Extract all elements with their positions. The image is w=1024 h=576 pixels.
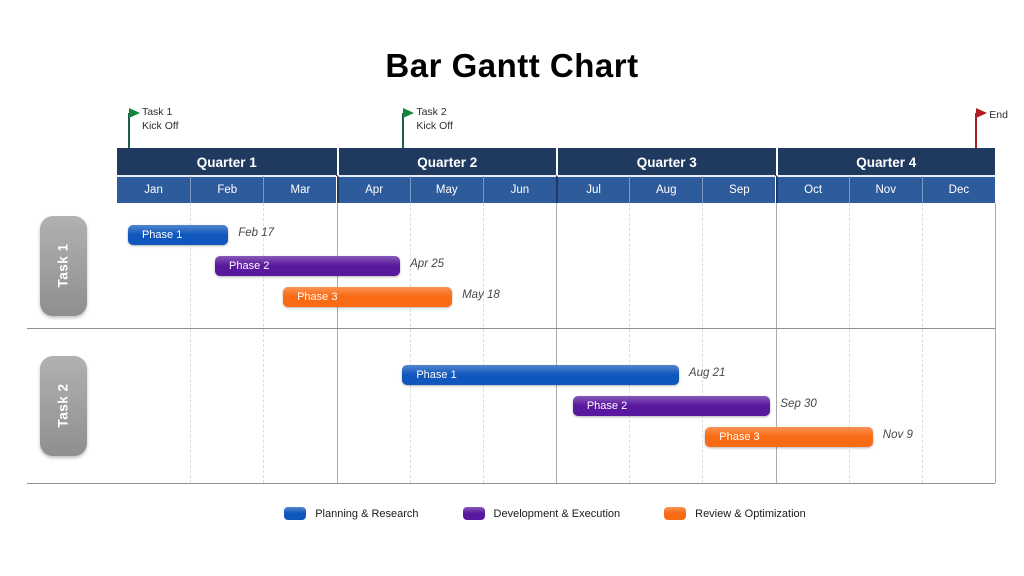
task-row-divider xyxy=(27,328,995,329)
kickoff-flag-icon xyxy=(128,108,140,118)
quarter-gridline xyxy=(775,203,777,483)
gantt-bar-phase-2: Phase 2 xyxy=(215,255,401,276)
month-header-cell: Feb xyxy=(190,175,264,203)
month-gridline xyxy=(263,203,265,483)
legend-swatch-planning xyxy=(284,507,307,520)
month-header-cell: Aug xyxy=(629,175,703,203)
month-gridline xyxy=(629,203,631,483)
legend-item: Planning & Research xyxy=(284,507,419,520)
month-header-cell: Dec xyxy=(921,175,995,203)
month-header-cell: Jun xyxy=(482,175,556,203)
month-header-cell: Mar xyxy=(263,175,337,203)
legend: Planning & Research Development & Executi… xyxy=(33,507,1024,520)
bar-label: Phase 1 xyxy=(141,228,183,241)
gantt-bar-phase-3: Phase 3 xyxy=(283,286,453,307)
gantt-bar-phase-1: Phase 1 xyxy=(402,364,679,385)
gantt-bar-phase-2: Phase 2 xyxy=(572,395,771,416)
milestone-label-line: Task 2 xyxy=(416,106,447,118)
quarter-header-cell: Quarter 3 xyxy=(556,148,776,176)
month-gridline xyxy=(190,203,192,483)
task-label-task-2: Task 2 xyxy=(40,355,87,456)
month-header-cell: Nov xyxy=(848,175,922,203)
bar-label: Phase 2 xyxy=(586,399,628,412)
legend-label: Development & Execution xyxy=(493,507,621,520)
gantt-bar-phase-1: Phase 1 xyxy=(127,224,229,245)
bar-label: Phase 3 xyxy=(719,430,760,443)
bar-end-date: May 18 xyxy=(462,288,500,301)
month-header-cell: May xyxy=(409,175,483,203)
legend-item: Development & Execution xyxy=(462,507,621,520)
month-gridline xyxy=(482,203,484,483)
task-label-task-1: Task 1 xyxy=(40,215,87,316)
month-gridline xyxy=(921,203,923,483)
page-title: Bar Gantt Chart xyxy=(385,47,639,84)
milestone-label-line: End xyxy=(989,109,1008,121)
task-label-text: Task 1 xyxy=(56,243,71,288)
month-header-cell: Jul xyxy=(556,175,630,203)
bar-label: Phase 3 xyxy=(297,290,338,303)
milestone-label-line: Kick Off xyxy=(141,119,179,132)
milestone-label: End xyxy=(989,109,1008,123)
quarter-header-cell: Quarter 1 xyxy=(117,148,337,176)
legend-item: Review & Optimization xyxy=(664,507,806,520)
task-label-text: Task 2 xyxy=(56,383,71,428)
bar-end-date: Feb 17 xyxy=(238,226,275,239)
month-gridline xyxy=(409,203,411,483)
month-header-cell: Sep xyxy=(702,175,776,203)
milestone-stem xyxy=(402,113,405,148)
bar-end-date: Apr 25 xyxy=(410,257,445,270)
quarter-header-cell: Quarter 2 xyxy=(336,148,556,176)
end-flag-icon xyxy=(976,108,988,118)
legend-label: Review & Optimization xyxy=(695,507,806,520)
legend-swatch-development xyxy=(462,507,485,520)
chart-bottom-border xyxy=(27,483,995,484)
month-header-cell: Oct xyxy=(775,175,849,203)
bar-label: Phase 2 xyxy=(229,259,270,272)
month-header-cell: Apr xyxy=(336,175,410,203)
quarter-gridline xyxy=(556,203,557,483)
quarter-header-cell: Quarter 4 xyxy=(775,148,995,176)
kickoff-flag-icon xyxy=(403,108,415,118)
quarter-gridline xyxy=(336,203,338,483)
milestone-stem xyxy=(127,113,130,148)
gantt-bar-phase-3: Phase 3 xyxy=(705,426,873,447)
bar-label: Phase 1 xyxy=(416,368,457,381)
month-gridline xyxy=(848,203,850,483)
milestone-stem xyxy=(975,113,978,148)
month-header-cell: Jan xyxy=(117,175,191,203)
milestone-label-line: Task 1 xyxy=(141,106,173,118)
bar-end-date: Sep 30 xyxy=(780,397,817,410)
bar-end-date: Aug 21 xyxy=(688,366,726,379)
month-gridline xyxy=(702,203,704,483)
legend-label: Planning & Research xyxy=(315,507,419,520)
bar-end-date: Nov 9 xyxy=(882,428,913,441)
legend-swatch-review xyxy=(664,507,687,520)
milestone-label-line: Kick Off xyxy=(416,119,453,132)
quarter-gridline xyxy=(995,203,996,483)
